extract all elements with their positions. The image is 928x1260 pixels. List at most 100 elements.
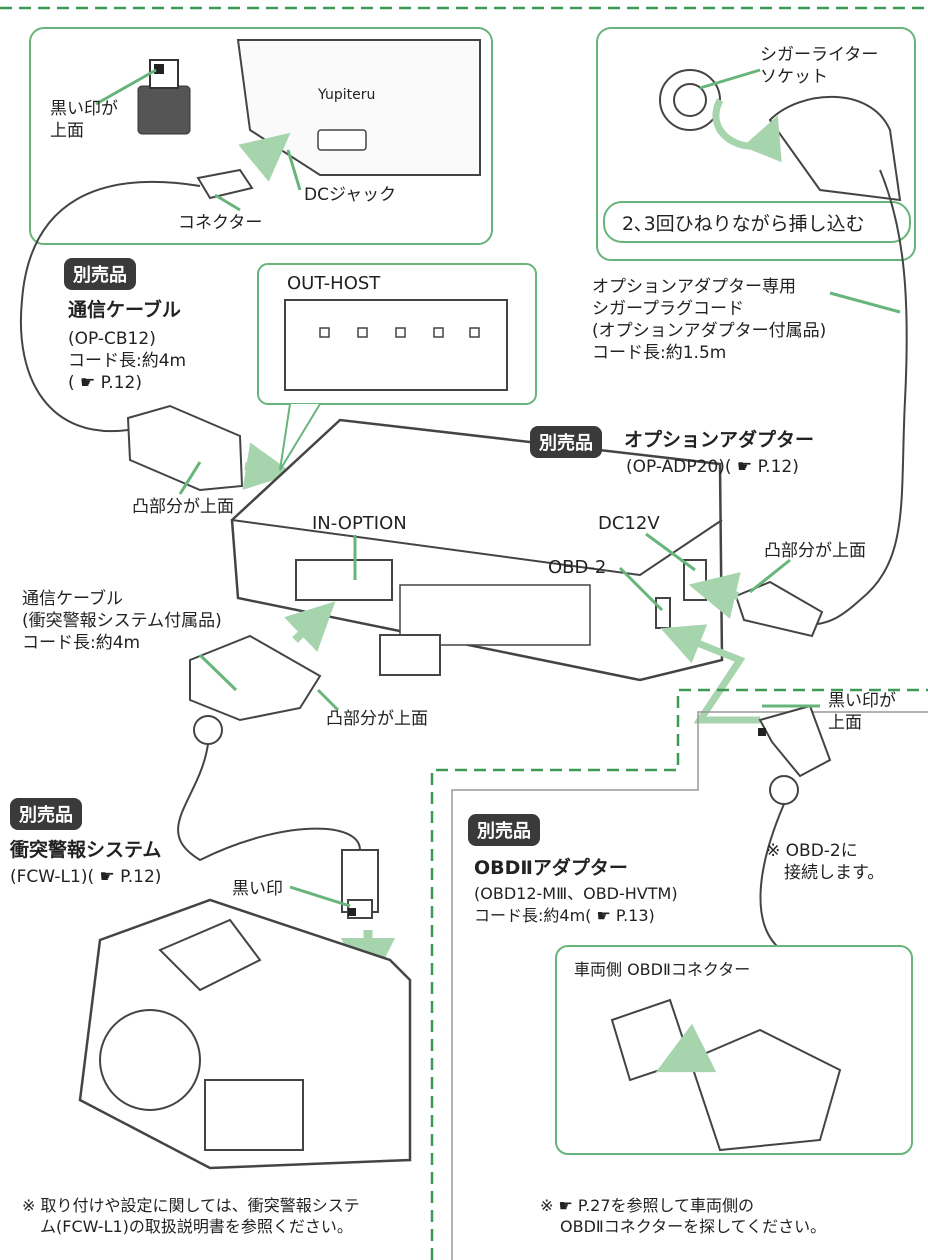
- obd-strain-relief: [769, 775, 799, 805]
- dc-jack-leader-line: [286, 149, 302, 191]
- adapter-foot: [379, 634, 441, 676]
- fcw-mount: [158, 918, 262, 992]
- comm-cable-line: [20, 180, 201, 433]
- fcw-black-mark: [348, 908, 356, 916]
- twist-instruction-box: [603, 201, 911, 243]
- cigar-socket-label: シガーライター ソケット: [760, 44, 878, 88]
- obd-adapter-plug: [758, 704, 832, 778]
- obd-mark-line2: 上面: [828, 713, 862, 734]
- dc12v-label: DC12V: [598, 513, 660, 534]
- cigar-socket-line2: ソケット: [760, 67, 828, 88]
- dc-jack-sketch: [317, 129, 367, 151]
- obd-find-line1: ※ ☛ P.27を参照して車両側の: [540, 1196, 755, 1215]
- obd2-port: [655, 597, 671, 629]
- option-adapter-badge: 別売品: [530, 426, 602, 458]
- dc12v-plug: [734, 580, 824, 638]
- dc12v-top-leader-line: [749, 558, 791, 594]
- cigar-socket-inner: [673, 83, 707, 117]
- fcw-mark-label: 黒い印: [232, 879, 283, 899]
- obd-connect-line1: ※ OBD-2に: [766, 841, 858, 861]
- obd-name: OBDⅡアダプター: [474, 857, 628, 879]
- vehicle-connector-label: 車両側 OBDⅡコネクター: [574, 960, 751, 979]
- fcw-cable-line1: 通信ケーブル: [22, 589, 123, 609]
- fcw-window: [204, 1079, 304, 1151]
- fcw-note-line1: ※ 取り付けや設定に関しては、衝突警報システ: [22, 1196, 360, 1215]
- obd-black-mark: [758, 728, 766, 736]
- out-host-label: OUT-HOST: [287, 273, 381, 294]
- plug-cord-line1: オプションアダプター専用: [592, 277, 796, 297]
- twist-instruction: 2､3回ひねりながら挿し込む: [622, 213, 865, 235]
- fcw-cable-line2: (衝突警報システム付属品): [22, 611, 222, 632]
- cigar-socket-line1: シガーライター: [760, 45, 879, 65]
- connector-arrow: [238, 132, 291, 182]
- dc12v-top-note: 凸部分が上面: [764, 541, 866, 561]
- cable-plug-sketch: [137, 85, 191, 135]
- plug-insert-arrow: [242, 442, 294, 490]
- socket-leader-line: [699, 68, 761, 90]
- fcw-badge: 別売品: [10, 798, 82, 830]
- comm-cable-plug: [126, 404, 244, 492]
- comm-cable-top-note: 凸部分が上面: [132, 497, 234, 517]
- in-option-port: [295, 559, 393, 601]
- fcw-cable-plug: [189, 634, 322, 722]
- connector-label: コネクター: [178, 213, 263, 233]
- plug-cord-leader-line: [829, 291, 901, 314]
- obd-section-border: [451, 711, 928, 1260]
- obd-mark-line1: 黒い印が: [828, 691, 896, 711]
- fcw-lens: [99, 1009, 201, 1111]
- plug-cord-line3: (オプションアダプター付属品): [592, 321, 827, 342]
- option-adapter-model: (OP-ADP20)( ☛ P.12): [626, 457, 799, 477]
- comm-cable-model: (OP-CB12): [68, 329, 156, 349]
- fcw-cable-leader-line: [198, 653, 238, 692]
- brand-logo: Yupiteru: [318, 87, 376, 103]
- comm-cable-length: コード長:約4m: [68, 351, 187, 371]
- comm-cable-badge: 別売品: [64, 258, 136, 290]
- hand-sketch: [768, 95, 902, 202]
- obd2-leader-line: [618, 566, 664, 612]
- fcw-model: (FCW-L1)( ☛ P.12): [10, 867, 162, 887]
- fcw-note: ※ 取り付けや設定に関しては、衝突警報システ ム(FCW-L1)の取扱説明書を参…: [22, 1196, 360, 1238]
- comm-cable-name: 通信ケーブル: [68, 299, 181, 321]
- fcw-mark-leader-line: [289, 885, 351, 908]
- in-option-label: IN-OPTION: [312, 513, 407, 534]
- section-dashed-border: [430, 688, 928, 1260]
- mark-leader-line: [95, 68, 157, 106]
- obd-models: (OBD12-MⅢ、OBD-HVTM): [474, 884, 678, 903]
- out-host-pins: [319, 327, 480, 338]
- comm-cable-ref: ( ☛ P.12): [68, 373, 142, 393]
- obd-connect-line2: 接続します。: [784, 863, 885, 884]
- fcw-plug-strain-relief: [193, 715, 223, 745]
- out-host-callout-tail: [279, 403, 321, 471]
- obd-adapter-body: [688, 1028, 842, 1152]
- twist-arrow: [712, 98, 782, 163]
- mark-on-top-line2: 上面: [50, 121, 84, 142]
- obd-badge: 別売品: [468, 814, 540, 846]
- obd-insert-arrow: [655, 1023, 717, 1073]
- fcw-cable-top-note: 凸部分が上面: [326, 709, 428, 729]
- fcw-cable-line3: コード長:約4m: [22, 633, 141, 654]
- fcw-plug-insert-arrow: [284, 601, 336, 652]
- mark-on-top-label: 黒い印が 上面: [50, 98, 118, 142]
- obd-mark-label: 黒い印が 上面: [828, 690, 896, 734]
- out-host-port: [284, 299, 508, 391]
- option-adapter-front: [231, 519, 723, 577]
- mark-on-top-line1: 黒い印が: [50, 99, 118, 119]
- black-mark-sketch: [154, 64, 164, 74]
- dc-jack-label: DCジャック: [304, 185, 397, 205]
- obd-find-note: ※ ☛ P.27を参照して車両側の OBDⅡコネクターを探してください。: [540, 1196, 826, 1238]
- plug-cord-line4: コード長:約1.5m: [592, 343, 727, 364]
- cigar-plug-cord: [817, 169, 908, 625]
- plug-cord-line2: シガープラグコード: [592, 299, 744, 320]
- dc12v-insert-arrow: [688, 572, 741, 619]
- dashcam-unit-sketch: [236, 39, 481, 176]
- obd2-label: OBD-2: [548, 557, 607, 578]
- fcw-cable-label: 通信ケーブル (衝突警報システム付属品) コード長:約4m: [22, 588, 222, 654]
- plug-cord-label: オプションアダプター専用 シガープラグコード (オプションアダプター付属品) コ…: [592, 276, 826, 364]
- fcw-plug-top-leader-line: [316, 688, 340, 712]
- obd-connect-note: ※ OBD-2に 接続します。: [766, 840, 884, 884]
- fcw-cable-line: [177, 743, 361, 862]
- connector-leader-line: [214, 193, 241, 212]
- fcw-note-line2: ム(FCW-L1)の取扱説明書を参照ください。: [40, 1216, 353, 1236]
- option-adapter-body: [230, 418, 724, 682]
